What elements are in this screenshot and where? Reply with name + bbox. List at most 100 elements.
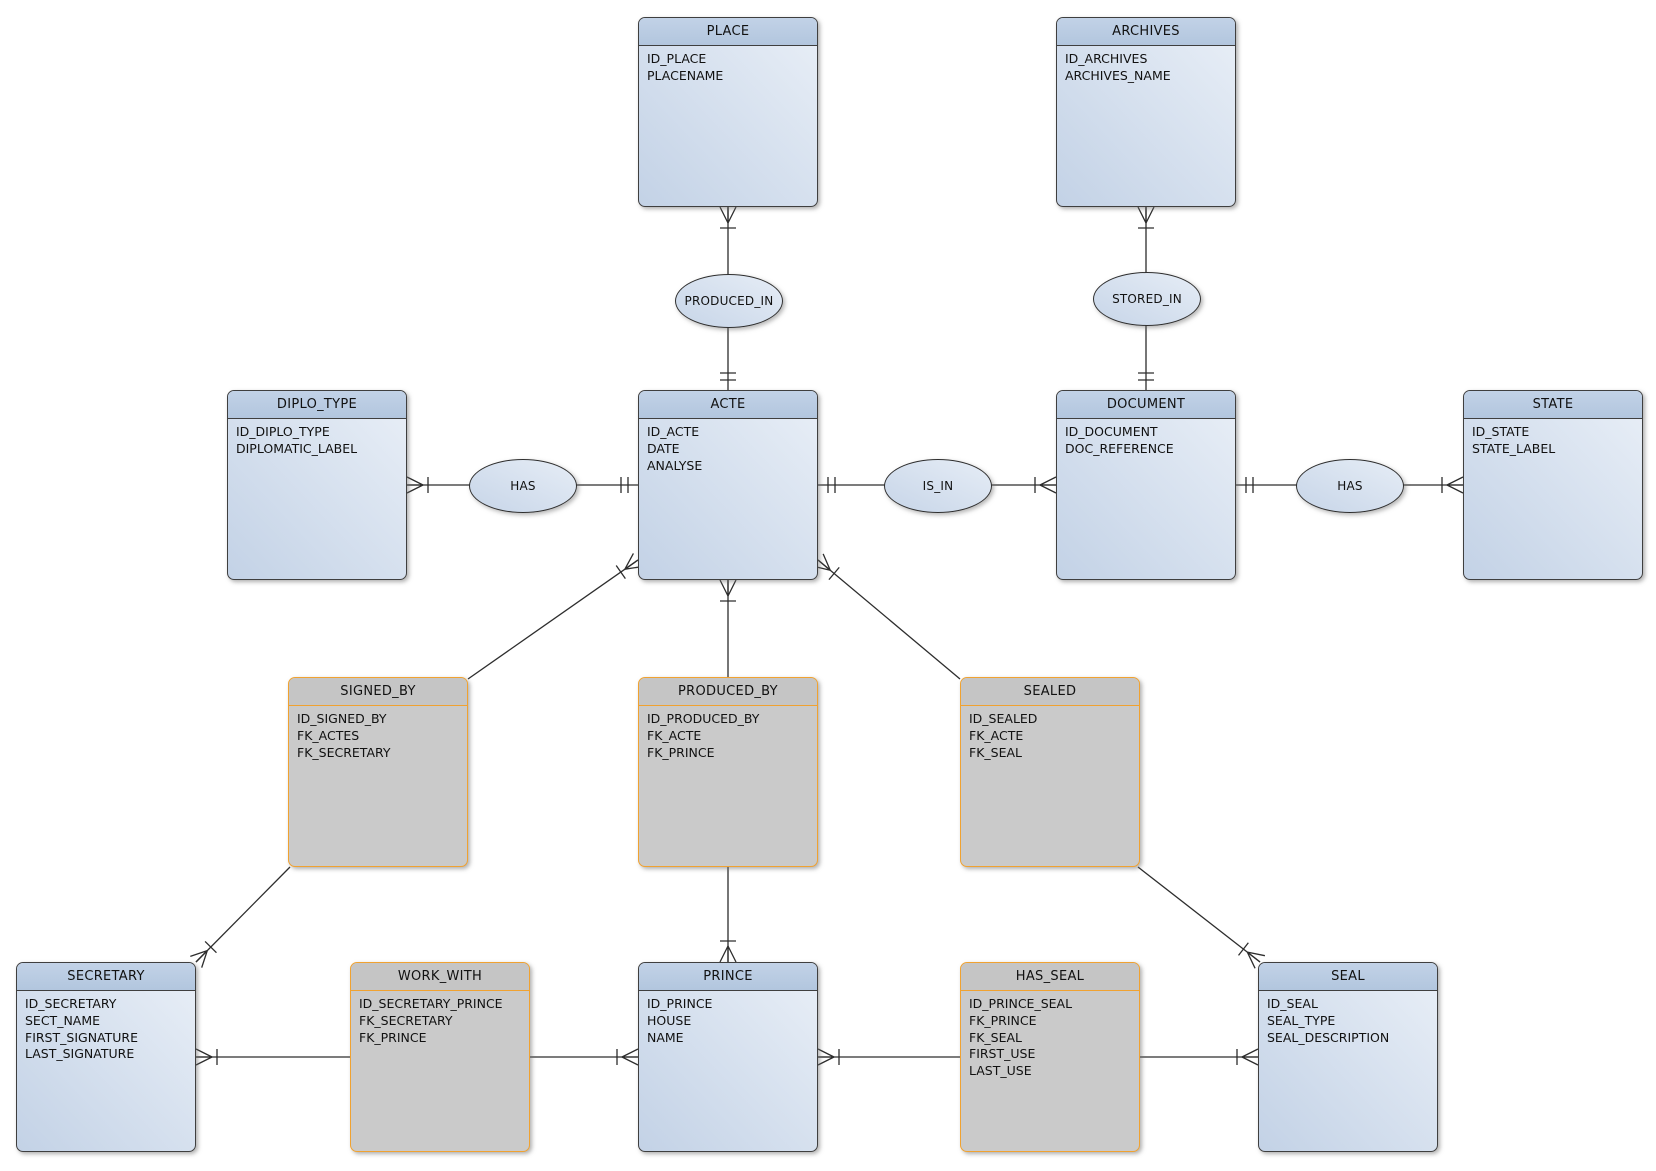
entity-seal[interactable]: SEAL ID_SEAL SEAL_TYPE SEAL_DESCRIPTION bbox=[1258, 962, 1438, 1152]
entity-title: SECRETARY bbox=[17, 963, 195, 991]
attribute: FK_PRINCE bbox=[647, 744, 715, 760]
attribute: FK_ACTE bbox=[647, 727, 702, 743]
crow-foot-many-marker bbox=[615, 553, 643, 579]
attribute: ID_SECRETARY_PRINCE bbox=[359, 996, 503, 1011]
entity-title: DOCUMENT bbox=[1057, 391, 1235, 419]
attribute: LAST_SIGNATURE bbox=[25, 1046, 135, 1062]
connector-acte-signedby bbox=[467, 553, 643, 680]
association-produced-by[interactable]: PRODUCED_BY ID_PRODUCED_BY FK_ACTE FK_PR… bbox=[638, 677, 818, 867]
attribute: ID_STATE bbox=[1472, 424, 1530, 439]
attribute: ID_SECRETARY bbox=[25, 996, 117, 1011]
attribute: ID_SIGNED_BY bbox=[297, 711, 387, 726]
attribute: HOUSE bbox=[647, 1012, 692, 1028]
attribute: DATE bbox=[647, 440, 680, 456]
cardinality-one-marker bbox=[1138, 372, 1154, 381]
entity-title: HAS_SEAL bbox=[961, 963, 1139, 991]
connector-acte-producedby bbox=[719, 579, 737, 677]
entity-title: SEALED bbox=[961, 678, 1139, 706]
crow-foot-many-marker bbox=[1137, 206, 1155, 229]
connector-workwith-prince bbox=[530, 1048, 639, 1066]
cardinality-one-marker bbox=[1245, 477, 1254, 493]
attribute: ID_PRINCE_SEAL bbox=[969, 996, 1073, 1011]
attribute: ID_PLACE bbox=[647, 51, 707, 66]
connector-signedby-secretary bbox=[190, 866, 291, 968]
attribute: DOC_REFERENCE bbox=[1065, 440, 1174, 456]
attribute: ID_ACTE bbox=[647, 424, 700, 439]
connector-prince-hasseal bbox=[817, 1048, 960, 1066]
entity-title: SIGNED_BY bbox=[289, 678, 467, 706]
entity-title: ARCHIVES bbox=[1057, 18, 1235, 46]
crow-foot-many-marker bbox=[1236, 1048, 1259, 1066]
attribute: SEAL_DESCRIPTION bbox=[1267, 1029, 1390, 1045]
crow-foot-many-marker bbox=[1441, 476, 1464, 494]
entity-state[interactable]: STATE ID_STATE STATE_LABEL bbox=[1463, 390, 1643, 580]
association-signed-by[interactable]: SIGNED_BY ID_SIGNED_BY FK_ACTES FK_SECRE… bbox=[288, 677, 468, 867]
association-has-seal[interactable]: HAS_SEAL ID_PRINCE_SEAL FK_PRINCE FK_SEA… bbox=[960, 962, 1140, 1152]
attribute: FK_SECRETARY bbox=[297, 744, 391, 760]
attribute: DIPLOMATIC_LABEL bbox=[236, 440, 358, 456]
entity-document[interactable]: DOCUMENT ID_DOCUMENT DOC_REFERENCE bbox=[1056, 390, 1236, 580]
association-sealed[interactable]: SEALED ID_SEALED FK_ACTE FK_SEAL bbox=[960, 677, 1140, 867]
entity-prince[interactable]: PRINCE ID_PRINCE HOUSE NAME bbox=[638, 962, 818, 1152]
crow-foot-many-marker bbox=[719, 579, 737, 602]
cardinality-one-marker bbox=[827, 477, 836, 493]
relationship-label: HAS bbox=[1337, 479, 1363, 493]
relationship-has-state[interactable]: HAS bbox=[1296, 459, 1404, 513]
crow-foot-many-marker bbox=[719, 206, 737, 229]
connector-hasseal-seal bbox=[1140, 1048, 1259, 1066]
relationship-label: HAS bbox=[510, 479, 536, 493]
relationship-stored-in[interactable]: STORED_IN bbox=[1093, 272, 1201, 326]
attribute: FIRST_USE bbox=[969, 1046, 1036, 1062]
attribute: SECT_NAME bbox=[25, 1012, 101, 1028]
attribute: ID_SEALED bbox=[969, 711, 1038, 726]
entity-place[interactable]: PLACE ID_PLACE PLACENAME bbox=[638, 17, 818, 207]
connector-producedby-prince bbox=[719, 867, 737, 963]
attribute: FK_PRINCE bbox=[359, 1029, 427, 1045]
entity-title: PRINCE bbox=[639, 963, 817, 991]
crow-foot-many-marker bbox=[812, 553, 840, 581]
attribute: FK_ACTE bbox=[969, 727, 1024, 743]
entity-secretary[interactable]: SECRETARY ID_SECRETARY SECT_NAME FIRST_S… bbox=[16, 962, 196, 1152]
crow-foot-many-marker bbox=[817, 1048, 840, 1066]
attribute: LAST_USE bbox=[969, 1063, 1032, 1078]
relationship-label: IS_IN bbox=[922, 479, 954, 493]
association-work-with[interactable]: WORK_WITH ID_SECRETARY_PRINCE FK_SECRETA… bbox=[350, 962, 530, 1152]
entity-acte[interactable]: ACTE ID_ACTE DATE ANALYSE bbox=[638, 390, 818, 580]
connector-sealed-seal bbox=[1137, 866, 1266, 969]
entity-title: DIPLO_TYPE bbox=[228, 391, 406, 419]
crow-foot-many-marker bbox=[406, 476, 429, 494]
crow-foot-many-marker bbox=[719, 940, 737, 963]
relationship-is-in[interactable]: IS_IN bbox=[884, 459, 992, 513]
entity-archives[interactable]: ARCHIVES ID_ARCHIVES ARCHIVES_NAME bbox=[1056, 17, 1236, 207]
entity-diplo-type[interactable]: DIPLO_TYPE ID_DIPLO_TYPE DIPLOMATIC_LABE… bbox=[227, 390, 407, 580]
crow-foot-many-marker bbox=[1034, 476, 1057, 494]
attribute: ID_PRINCE bbox=[647, 996, 713, 1011]
attribute: FIRST_SIGNATURE bbox=[25, 1029, 138, 1045]
attribute: NAME bbox=[647, 1029, 684, 1045]
attribute: PLACENAME bbox=[647, 67, 724, 83]
relationship-produced-in[interactable]: PRODUCED_IN bbox=[675, 274, 783, 328]
attribute: ID_SEAL bbox=[1267, 996, 1318, 1011]
entity-title: ACTE bbox=[639, 391, 817, 419]
attribute: FK_SEAL bbox=[969, 744, 1022, 760]
attribute: STATE_LABEL bbox=[1472, 440, 1556, 456]
cardinality-one-marker bbox=[620, 477, 629, 493]
crow-foot-many-marker bbox=[195, 1048, 218, 1066]
attribute: ID_PRODUCED_BY bbox=[647, 711, 760, 726]
crow-foot-many-marker bbox=[1238, 942, 1266, 969]
attribute: SEAL_TYPE bbox=[1267, 1012, 1336, 1028]
connector-secretary-workwith bbox=[195, 1048, 350, 1066]
relationship-label: PRODUCED_IN bbox=[684, 294, 774, 308]
crow-foot-many-marker bbox=[616, 1048, 639, 1066]
attribute: FK_ACTES bbox=[297, 727, 360, 743]
attribute: ID_DOCUMENT bbox=[1065, 424, 1158, 439]
relationship-label: STORED_IN bbox=[1112, 292, 1182, 306]
attribute: FK_PRINCE bbox=[969, 1012, 1037, 1028]
entity-title: PRODUCED_BY bbox=[639, 678, 817, 706]
connector-acte-sealed bbox=[812, 553, 961, 680]
relationship-has-diplotype[interactable]: HAS bbox=[469, 459, 577, 513]
crow-foot-many-marker bbox=[190, 940, 217, 968]
attribute: ID_ARCHIVES bbox=[1065, 51, 1148, 66]
attribute: FK_SECRETARY bbox=[359, 1012, 453, 1028]
